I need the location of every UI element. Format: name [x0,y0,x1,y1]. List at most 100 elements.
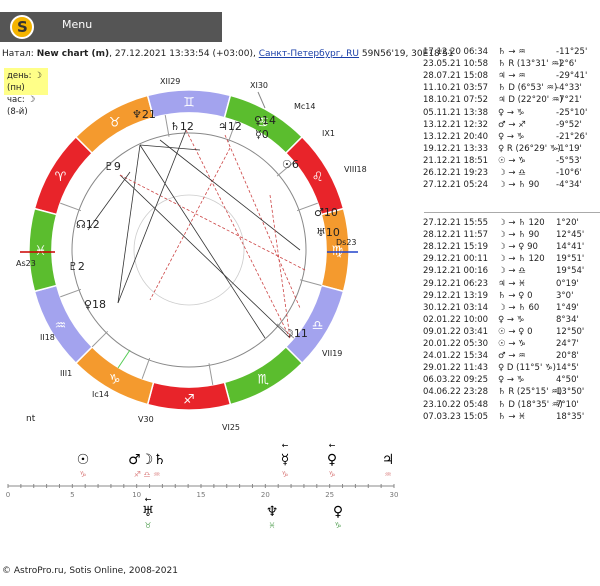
event-sym: ☽ → ♄ 90 [498,180,540,191]
event-date: 04.06.22 23:28 [423,387,489,398]
house-cusp-line [296,202,318,212]
event-sym: ♃ → ♒ [498,71,526,82]
planet-glyph: ♀18 [84,298,106,311]
event-val: 24°7' [556,339,579,349]
aspect-line [139,144,201,151]
retrograde-arrow: ← [145,495,152,504]
zodiac-sign-glyph: ♎ [312,318,324,333]
event-date: 29.12.21 13:19 [423,290,489,301]
logo-icon[interactable]: S [10,15,34,39]
timeline-planet-glyph: ♆ [266,504,279,520]
natal-label: Натал: [2,49,34,59]
event-sym: ♄ → ♒ [498,47,526,57]
planet-glyph: ♆21 [132,108,156,121]
event-date: 23.10.22 05:48 [423,399,489,410]
event-val: -29°41' [556,71,588,82]
timeline-sign-glyph: ♑ [79,470,86,479]
menu-button[interactable]: Menu [62,18,93,31]
mc-axis [257,91,266,109]
timeline-sign-glyph: ♓ [268,521,275,530]
timeline-planet-glyph: ☿ [281,452,290,468]
aspect-line [139,144,266,339]
event-date: 11.10.21 03:57 [423,83,489,94]
event-date: 18.10.21 07:52 [423,95,489,106]
event-sym: ☽ → ♀ 90 [498,242,538,253]
event-sym: ☉ → ♑ [498,155,526,166]
aspect-line [87,171,131,231]
event-date: 17.12.20 06:34 [423,47,489,57]
event-sym: ♄ R (25°15' ♒) [498,387,563,398]
zodiac-sign-glyph: ♈ [55,170,67,185]
event-date: 28.12.21 11:57 [423,230,489,241]
mc-label: Mc14 [294,102,315,111]
house-number-label: IX1 [322,129,335,138]
event-sym: ♃ D (22°20' ♒) [498,95,563,106]
planet-glyph: ♂10 [314,206,338,219]
event-val: -4°34' [556,180,582,191]
house-number-label: III1 [60,369,72,378]
event-sym: ☽ → ♎ [498,168,526,178]
house-circle [71,132,307,368]
chart-datetime: , 27.12.2021 13:33:54 (+03:00), [109,49,256,59]
event-date: 29.01.22 11:43 [423,363,489,374]
event-val: -1°19' [556,143,582,154]
event-date: 23.05.21 10:58 [423,59,489,70]
event-sym: ♀ R (26°29' ♑) [498,143,561,154]
planet-glyph: ♀14 [254,114,276,127]
timeline-tick-label: 5 [70,491,74,499]
event-val: 13°50' [556,387,585,398]
zodiac-sign-glyph: ♒ [55,318,67,333]
planet-glyph: ☿0 [255,128,269,141]
planet-glyph: ♃12 [218,120,242,133]
event-date: 05.11.21 13:38 [423,107,489,118]
asc-label: As23 [16,259,36,268]
event-date: 29.12.21 00:11 [423,254,489,265]
event-val: 1°20' [556,218,579,228]
event-date: 19.12.21 13:33 [423,143,489,154]
timeline-sign-glyph: ♉ [144,521,151,530]
event-sym: ☉ → ♑ [498,339,526,349]
aspect-line [117,144,141,304]
zodiac-sign-glyph: ♏ [257,373,269,388]
inner-circle [133,194,245,306]
event-val: -7°21' [556,95,582,106]
event-val: 12°45' [556,230,585,241]
house-cusp-line [208,363,214,386]
event-date: 27.12.21 15:55 [423,218,489,228]
planet-glyph: ☊12 [76,218,100,231]
aspect-line [224,134,301,309]
place-link[interactable]: Санкт-Петербург, RU [258,49,360,59]
event-val: 18°35' [556,411,585,422]
event-val: 14°5' [556,363,579,374]
house-cusp-line [276,161,295,177]
aspect-line [185,129,291,339]
event-val: -4°33' [556,83,582,94]
event-sym: ♀ D (11°5' ♑) [498,363,556,374]
house-cusp-line [164,114,170,137]
event-val: 14°41' [556,242,585,253]
timeline-tick-label: 15 [197,491,206,499]
house-cusp-line [60,288,82,298]
event-sym: ♄ → ♓ [498,411,526,422]
house-number-label: V30 [138,415,154,424]
event-val: 7°10' [556,399,579,410]
event-val: 1°49' [556,302,579,313]
event-sym: ♀ → ♑ [498,314,525,325]
event-val: -9°52' [556,119,582,130]
event-date: 29.12.21 00:16 [423,266,489,277]
house-number-label: XI30 [250,81,268,90]
zodiac-segment [28,207,58,293]
event-val: 4°50' [556,375,579,386]
zodiac-sign-glyph: ♌ [312,170,324,185]
timeline-sign-glyph: ♑ [328,470,335,479]
event-date: 30.12.21 03:14 [423,302,489,313]
event-val: -5°53' [556,155,582,166]
planet-glyph: ♇2 [68,260,85,273]
timeline-tick-label: 10 [132,491,141,499]
event-val: 0°19' [556,278,579,289]
zodiac-sign-glyph: ♑ [109,373,121,388]
event-sym: ♀ → ♑ [498,375,525,386]
zodiac-sign-glyph: ♐ [183,393,195,408]
